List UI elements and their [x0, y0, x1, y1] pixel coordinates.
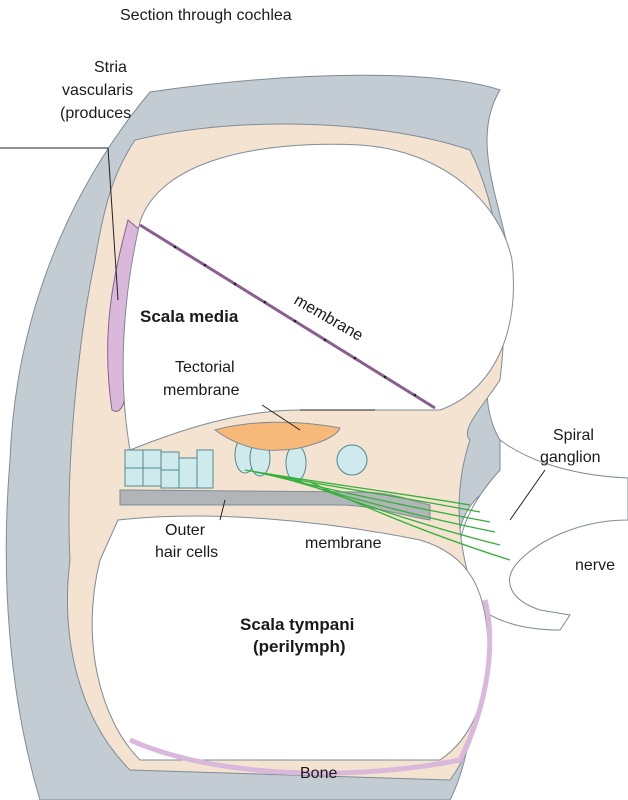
nerve-fibers [244, 469, 511, 561]
tectorial-membrane [213, 421, 341, 451]
upper-membrane-dots [173, 245, 417, 397]
title-text: Section through cochlea [120, 7, 292, 24]
nerve-label: nerve [575, 557, 615, 574]
tectorial-label-line1: Tectorial [175, 359, 235, 376]
lower-membrane-label: membrane [305, 535, 382, 552]
outer-hair-cells-label-line1: Outer [165, 522, 206, 539]
scala-tympani-label-line1: Scala tympani [240, 615, 354, 634]
spiral-ganglion-label-line1: Spiral [553, 427, 594, 444]
stria-label-line2: vascularis [62, 82, 133, 99]
bone-label: Bone [300, 765, 337, 782]
outer-hair-cells-label-line2: hair cells [155, 544, 218, 561]
scala-media-chamber [122, 143, 514, 451]
lower-chamber-lining [128, 599, 493, 776]
hair-cells [124, 436, 368, 489]
leader-lines [0, 147, 546, 521]
stria-label-line3: (produces [60, 105, 131, 122]
tectorial-label-line2: membrane [163, 382, 240, 399]
scala-tympani-label-line2: (perilymph) [253, 637, 346, 656]
spiral-ganglion-label-line2: ganglion [540, 449, 601, 466]
scala-media-label: Scala media [140, 307, 239, 326]
stria-label-line1: Stria [94, 59, 127, 76]
